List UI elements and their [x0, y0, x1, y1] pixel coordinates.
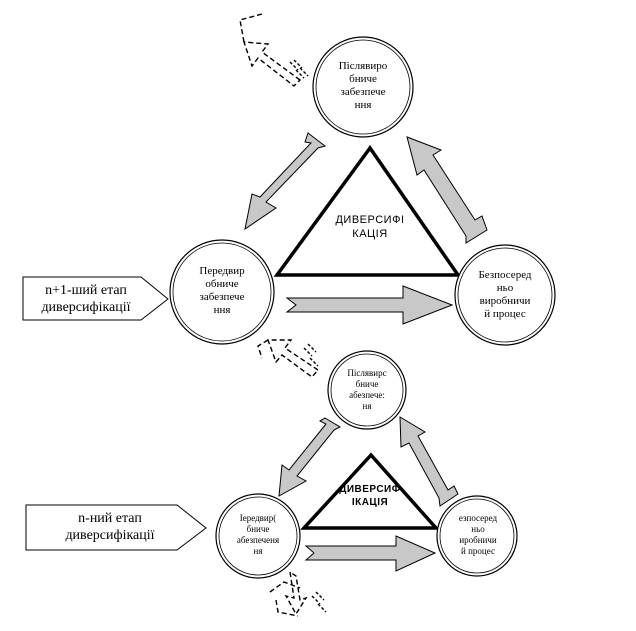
upper-top-node-circle: [312, 36, 414, 138]
dashed-arrow-lower-bottom: [269, 570, 327, 617]
upper-arrow-right-to-top: [406, 136, 488, 244]
lower-left-node-circle: [215, 493, 301, 579]
lower-right-node-label: езпосеред ньо иробничи й процес: [458, 513, 498, 556]
upper-left-node-ring: [172, 242, 272, 342]
lower-left-node-label: Іередвир( бниче абезпеченя ня: [236, 513, 280, 556]
upper-right-node-ring: [457, 247, 553, 343]
upper-arrow-top-to-left: [244, 132, 327, 231]
upper-arrow-left-to-right: [285, 285, 454, 325]
upper-triangle: [273, 144, 462, 277]
upper-center-label: ДИВЕРСИФІ КАЦІЯ: [335, 214, 405, 240]
dashed-arrow-upper-top: [239, 13, 309, 87]
upper-left-node-label: Передвир обниче забезпече ння: [199, 265, 245, 316]
upper-stage-label: n+1-ший етап диверсифікації: [41, 283, 131, 315]
lower-arrow-left-to-right: [304, 535, 437, 572]
lower-stage-label-box: [25, 504, 207, 551]
lower-center-label: ДИВЕРСИФ ІКАЦІЯ: [339, 484, 401, 508]
upper-top-node-ring: [315, 39, 411, 135]
lower-top-node-circle: [327, 350, 407, 430]
lower-right-node-circle: [436, 495, 518, 577]
upper-stage-label-box: [22, 276, 169, 321]
lower-right-node-ring: [439, 498, 515, 574]
upper-top-node-label: Післявиро бниче забезпече ння: [338, 60, 388, 111]
dashed-arrow-upper-bottom: [257, 339, 320, 378]
lower-top-node-ring: [330, 353, 404, 427]
lower-arrow-right-to-top: [399, 416, 459, 507]
lower-triangle: [300, 452, 440, 530]
upper-right-node-circle: [454, 244, 556, 346]
upper-left-node-circle: [169, 239, 275, 345]
lower-arrow-top-to-left: [278, 417, 342, 497]
lower-top-node-label: Післявирс бниче абезпече: ня: [347, 368, 387, 411]
lower-stage-label: n-ний етап диверсифікації: [65, 511, 155, 543]
lower-left-node-ring: [218, 496, 298, 576]
upper-right-node-label: Безпосеред ньо виробничи й процес: [478, 269, 532, 320]
